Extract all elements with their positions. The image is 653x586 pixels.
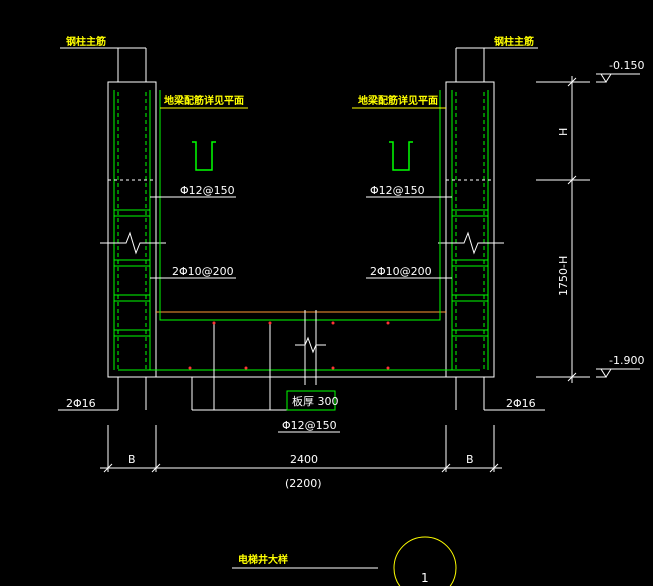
dimension-right	[536, 73, 640, 383]
label-slab-thickness: 板厚 300	[292, 394, 339, 408]
label-top-left: 钢柱主筋	[66, 35, 106, 48]
dim-h: H	[557, 128, 570, 136]
label-bars-left: 2Φ10@200	[172, 265, 234, 278]
label-top-right: 钢柱主筋	[494, 35, 534, 48]
label-ref-right: 地梁配筋详见平面	[358, 94, 438, 107]
dimension-bottom	[100, 425, 502, 473]
pit-slab	[118, 90, 480, 411]
right-column	[445, 48, 495, 410]
caption: 电梯井大样	[238, 553, 288, 566]
dim-b-left: B	[128, 453, 136, 466]
label-stirrup-left: Φ12@150	[180, 184, 235, 197]
label-corner-left: 2Φ16	[66, 397, 96, 410]
dim-depth: 1750-H	[557, 256, 570, 296]
label-stirrup-right: Φ12@150	[370, 184, 425, 197]
section-circle	[393, 536, 457, 586]
label-ref-left: 地梁配筋详见平面	[164, 94, 244, 107]
label-bars-right: 2Φ10@200	[370, 265, 432, 278]
label-slab-rebar: Φ12@150	[282, 419, 337, 432]
elev-bottom: -1.900	[609, 354, 644, 367]
left-column	[107, 48, 157, 410]
break-marks	[100, 231, 504, 255]
dim-sub: (2200)	[285, 477, 322, 490]
dim-b-right: B	[466, 453, 474, 466]
label-corner-right: 2Φ16	[506, 397, 536, 410]
beam-symbols	[192, 141, 413, 171]
leader-lines	[58, 47, 545, 433]
elev-top: -0.150	[609, 59, 644, 72]
section-number: 1	[421, 571, 429, 585]
slab-label-box	[286, 390, 336, 411]
dim-mid: 2400	[290, 453, 318, 466]
